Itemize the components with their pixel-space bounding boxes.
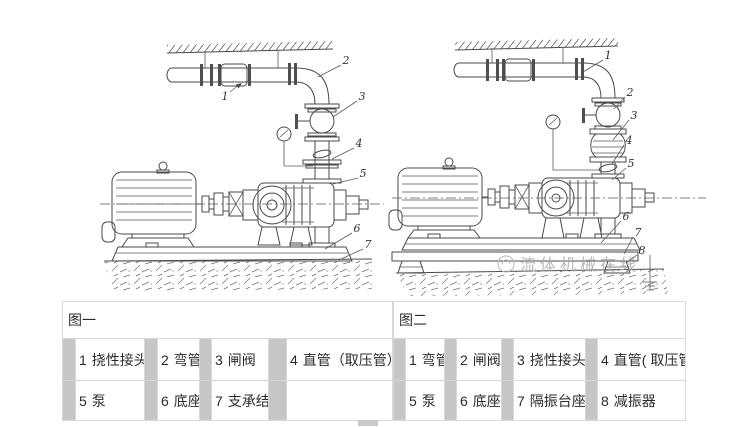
isolation-platform-fig2 — [391, 251, 639, 262]
base-fig2 — [401, 233, 641, 251]
spacer — [62, 338, 76, 381]
spacer — [393, 338, 406, 381]
base-fig1 — [111, 242, 353, 262]
scrollbar-fragment — [358, 420, 378, 426]
figure1-callouts: 1 2 3 4 5 6 7 — [222, 54, 372, 261]
elbow-fig1 — [295, 67, 330, 105]
legend-item: 7支承结构 — [211, 380, 269, 421]
pump-diagrams: 1 2 3 4 5 6 7 — [100, 38, 706, 296]
callout-5: 5 — [628, 157, 635, 170]
spacer — [501, 380, 514, 421]
callout-2: 2 — [342, 54, 350, 67]
motor-fig1 — [101, 161, 197, 248]
callout-2: 2 — [626, 86, 634, 99]
callout-4: 4 — [355, 137, 363, 150]
gate-valve-fig1 — [295, 103, 340, 142]
spacer — [501, 338, 514, 381]
callout-8: 8 — [639, 244, 646, 257]
callout-1: 1 — [222, 90, 229, 103]
callout-1: 1 — [605, 49, 612, 62]
figure2-callouts: 1 2 3 4 5 6 7 8 — [582, 49, 646, 264]
callout-4: 4 — [625, 134, 633, 147]
coupling-fig2 — [482, 184, 530, 210]
straight-pipe-fig1 — [302, 141, 342, 184]
spacer — [144, 380, 158, 421]
watermark: 流体机械在线 — [497, 255, 640, 274]
spacer — [444, 380, 457, 421]
callout-3: 3 — [359, 90, 366, 103]
gate-valve-fig2 — [582, 97, 625, 130]
spacer — [62, 380, 76, 421]
ceiling-hatch-fig1 — [166, 41, 334, 68]
callout-3: 3 — [631, 109, 638, 122]
callout-7: 7 — [635, 226, 642, 239]
flexible-joint-fig2 — [589, 128, 627, 163]
callout-6: 6 — [623, 210, 630, 223]
pressure-gauge-fig2 — [545, 114, 601, 171]
spacer — [444, 338, 457, 381]
legend-item: 1弯管 — [405, 338, 445, 381]
diagram-svg: 1 2 3 4 5 6 7 — [100, 38, 706, 296]
callout-5: 5 — [360, 167, 367, 180]
horizontal-pipe-fig1 — [166, 63, 297, 87]
figure1-drawing: 1 2 3 4 5 6 7 — [100, 41, 384, 291]
horizontal-pipe-fig2 — [453, 58, 584, 82]
spacer — [393, 380, 406, 421]
ceiling-hatch-fig2 — [454, 38, 619, 63]
spacer — [585, 338, 598, 381]
foundation-fig1 — [103, 258, 376, 291]
elbow-fig2 — [582, 62, 616, 99]
pump-fig1 — [242, 182, 369, 248]
legend-item — [286, 380, 393, 421]
fig2-title: 图二 — [393, 301, 686, 339]
motor-fig2 — [388, 157, 483, 239]
spacer — [268, 380, 287, 421]
watermark-text: 流体机械在线 — [520, 256, 640, 274]
spacer — [199, 338, 212, 381]
spacer — [199, 380, 212, 421]
foundation-fig2 — [395, 268, 668, 296]
callout-7: 7 — [365, 238, 372, 251]
callout-6: 6 — [354, 222, 361, 235]
legend-item: 4直管( 取压管 ) — [597, 338, 686, 381]
pressure-gauge-fig1 — [276, 126, 313, 167]
spacer — [144, 338, 158, 381]
fig1-title: 图一 — [62, 301, 393, 339]
spacer — [585, 380, 598, 421]
spacer — [268, 338, 287, 381]
datum-mark — [643, 255, 657, 291]
figure2-drawing: 流体机械在线 1 2 3 4 5 6 7 — [388, 38, 706, 296]
